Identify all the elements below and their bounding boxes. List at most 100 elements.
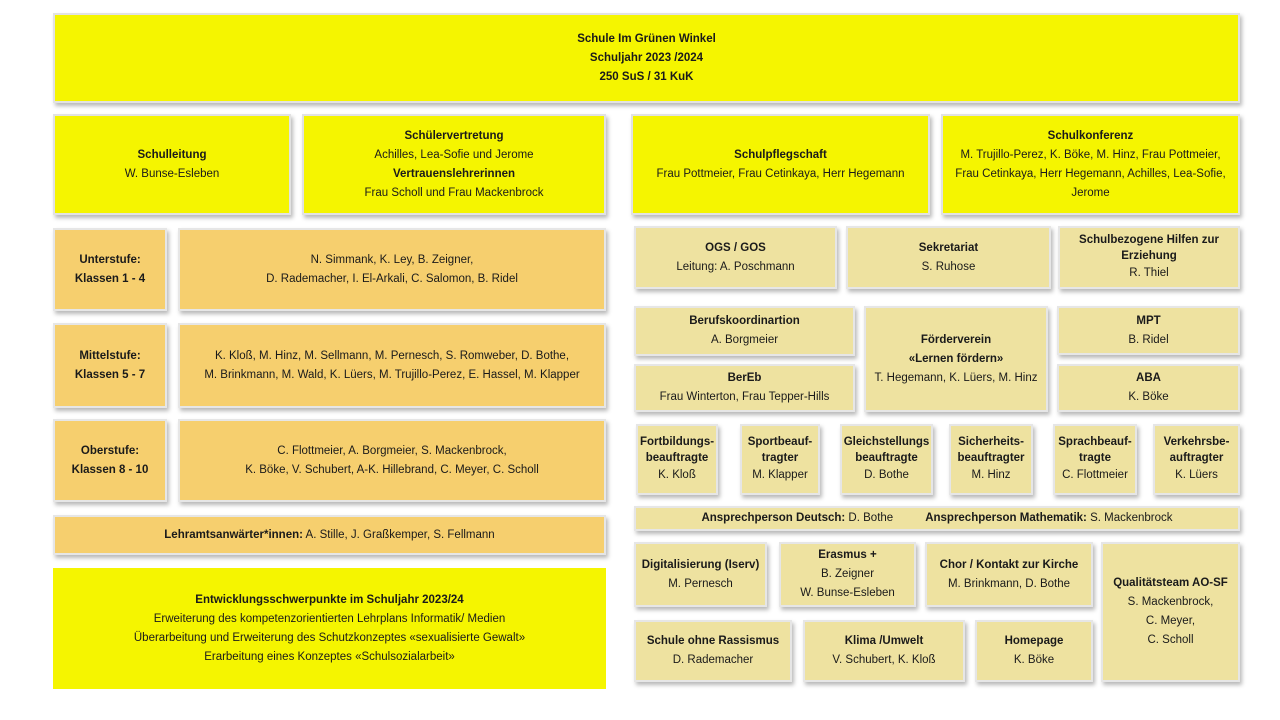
student-council-box: Schülervertretung Achilles, Lea-Sofie un… — [302, 114, 606, 215]
homepage-box: Homepage K. Böke — [975, 620, 1093, 682]
contact-math-label: Ansprechperson Mathematik: — [925, 512, 1087, 524]
level-classes: Klassen 5 - 7 — [74, 368, 146, 381]
digital-names: M. Pernesch — [668, 577, 733, 590]
support-assoc-subtitle: «Lernen fördern» — [908, 352, 1004, 365]
parents-council-box: Schulpflegschaft Frau Pottmeier, Frau Ce… — [631, 114, 930, 215]
contacts-strip: Ansprechperson Deutsch: D. Bothe Ansprec… — [634, 506, 1240, 531]
development-title: Entwicklungsschwerpunkte im Schuljahr 20… — [195, 593, 464, 606]
officer-title: beauftragte — [855, 452, 918, 464]
erasmus-names: B. Zeigner — [820, 568, 875, 580]
leadership-title: Schulleitung — [137, 148, 207, 161]
homepage-title: Homepage — [1004, 635, 1064, 647]
digital-title: Digitalisierung (Iserv) — [641, 558, 760, 571]
level-title-box: Unterstufe: Klassen 1 - 4 — [53, 228, 167, 311]
quality-team-box: Qualitätsteam AO-SF S. Mackenbrock, C. M… — [1101, 542, 1240, 682]
level-teachers-line: K. Kloß, M. Hinz, M. Sellmann, M. Pernes… — [214, 349, 570, 362]
choir-title: Chor / Kontakt zur Kirche — [939, 558, 1079, 571]
secretariat-title: Sekretariat — [918, 241, 979, 254]
support-assoc-names: T. Hegemann, K. Lüers, M. Hinz — [874, 371, 1038, 384]
climate-title: Klima /Umwelt — [844, 635, 924, 647]
officer-title: Gleichstellungs — [843, 436, 930, 448]
school-conference-line: Jerome — [1071, 186, 1110, 199]
officer-box: Sportbeauf- tragter M. Klapper — [740, 424, 820, 495]
mpt-names: B. Ridel — [1128, 333, 1169, 346]
quality-team-names: C. Meyer, — [1145, 615, 1196, 627]
development-item: Überarbeitung und Erweiterung des Schutz… — [133, 631, 526, 644]
leadership-names: W. Bunse-Esleben — [124, 167, 220, 180]
bereb-box: BerEb Frau Winterton, Frau Tepper-Hills — [634, 364, 855, 412]
officer-title: tragter — [761, 452, 799, 464]
choir-names: M. Brinkmann, D. Bothe — [947, 577, 1071, 590]
aba-box: ABA K. Böke — [1057, 364, 1240, 412]
mpt-box: MPT B. Ridel — [1057, 306, 1240, 355]
officer-title: Verkehrsbe- — [1163, 436, 1230, 448]
quality-team-names: S. Mackenbrock, — [1127, 596, 1214, 608]
level-teachers-line: D. Rademacher, I. El-Arkali, C. Salomon,… — [266, 272, 518, 285]
officer-title: Sprachbeauf- — [1058, 436, 1132, 448]
mpt-title: MPT — [1136, 314, 1161, 327]
climate-box: Klima /Umwelt V. Schubert, K. Kloß — [803, 620, 965, 682]
quality-team-names: C. Scholl — [1147, 634, 1194, 646]
level-classes: Klassen 1 - 4 — [74, 272, 146, 285]
school-aid-title: Schulbezogene Hilfen zur Erziehung — [1079, 234, 1219, 262]
no-racism-title: Schule ohne Rassismus — [646, 635, 780, 647]
ogs-names: Leitung: A. Poschmann — [676, 260, 795, 273]
student-council-names: Achilles, Lea-Sofie und Jerome — [374, 148, 534, 161]
officer-box: Sprachbeauf- tragte C. Flottmeier — [1053, 424, 1137, 495]
secretariat-names: S. Ruhose — [921, 260, 976, 273]
bereb-title: BerEb — [727, 372, 762, 384]
officer-title: auftragter — [1169, 452, 1224, 464]
school-aid-names: R. Thiel — [1129, 267, 1169, 279]
officer-names: K. Kloß — [658, 469, 696, 481]
officer-names: D. Bothe — [864, 469, 909, 481]
level-title-box: Oberstufe: Klassen 8 - 10 — [53, 419, 167, 502]
school-counts: 250 SuS / 31 KuK — [599, 70, 694, 83]
level-teachers-line: N. Simmank, K. Ley, B. Zeigner, — [310, 253, 474, 266]
level-title-box: Mittelstufe: Klassen 5 - 7 — [53, 323, 167, 408]
officer-names: K. Lüers — [1175, 469, 1218, 481]
secretariat-box: Sekretariat S. Ruhose — [846, 226, 1051, 289]
trust-teachers-names: Frau Scholl und Frau Mackenbrock — [364, 186, 544, 199]
level-classes: Klassen 8 - 10 — [71, 463, 149, 476]
trainees-title: Lehramtsanwärter*innen: — [164, 528, 303, 541]
no-racism-box: Schule ohne Rassismus D. Rademacher — [634, 620, 792, 682]
officer-title: beauftragte — [645, 452, 709, 464]
choir-box: Chor / Kontakt zur Kirche M. Brinkmann, … — [925, 542, 1093, 607]
officer-box: Sicherheits- beauftragter M. Hinz — [949, 424, 1033, 495]
career-title: Berufskoordinartion — [689, 315, 800, 327]
school-conference-line: M. Trujillo-Perez, K. Böke, M. Hinz, Fra… — [960, 148, 1221, 161]
leadership-box: Schulleitung W. Bunse-Esleben — [53, 114, 291, 215]
officer-box: Fortbildungs- beauftragte K. Kloß — [636, 424, 718, 495]
parents-council-title: Schulpflegschaft — [734, 148, 827, 161]
aba-title: ABA — [1136, 372, 1161, 384]
level-teachers-line: K. Böke, V. Schubert, A-K. Hillebrand, C… — [245, 463, 539, 476]
officer-box: Gleichstellungs beauftragte D. Bothe — [840, 424, 933, 495]
officer-names: C. Flottmeier — [1062, 469, 1128, 481]
erasmus-box: Erasmus + B. Zeigner W. Bunse-Esleben — [779, 542, 916, 607]
school-name: Schule Im Grünen Winkel — [577, 32, 716, 45]
erasmus-names: W. Bunse-Esleben — [800, 587, 895, 599]
level-title: Mittelstufe: — [79, 349, 141, 362]
level-teachers-box: K. Kloß, M. Hinz, M. Sellmann, M. Pernes… — [178, 323, 606, 408]
officer-names: M. Klapper — [752, 469, 808, 481]
officer-title: Sportbeauf- — [747, 436, 813, 448]
aba-names: K. Böke — [1128, 391, 1169, 403]
career-box: Berufskoordinartion A. Borgmeier — [634, 306, 855, 356]
officer-box: Verkehrsbe- auftragter K. Lüers — [1153, 424, 1240, 495]
development-box: Entwicklungsschwerpunkte im Schuljahr 20… — [53, 568, 606, 689]
support-assoc-title: Förderverein — [920, 333, 992, 346]
level-teachers-line: M. Brinkmann, M. Wald, K. Lüers, M. Truj… — [204, 368, 580, 381]
no-racism-names: D. Rademacher — [672, 654, 754, 666]
development-item: Erweiterung des kompetenzorientierten Le… — [153, 612, 506, 625]
level-teachers-box: N. Simmank, K. Ley, B. Zeigner, D. Radem… — [178, 228, 606, 311]
school-header-box: Schule Im Grünen Winkel Schuljahr 2023 /… — [53, 13, 1240, 103]
support-assoc-box: Förderverein «Lernen fördern» T. Hegeman… — [864, 306, 1048, 412]
officer-title: Sicherheits- — [958, 436, 1024, 448]
homepage-names: K. Böke — [1013, 654, 1055, 666]
officer-title: beauftragter — [957, 452, 1025, 464]
school-conference-box: Schulkonferenz M. Trujillo-Perez, K. Bök… — [941, 114, 1240, 215]
ogs-box: OGS / GOS Leitung: A. Poschmann — [634, 226, 837, 289]
parents-council-names: Frau Pottmeier, Frau Cetinkaya, Herr Heg… — [656, 167, 905, 180]
school-conference-title: Schulkonferenz — [1047, 129, 1134, 142]
digital-box: Digitalisierung (Iserv) M. Pernesch — [634, 542, 767, 607]
